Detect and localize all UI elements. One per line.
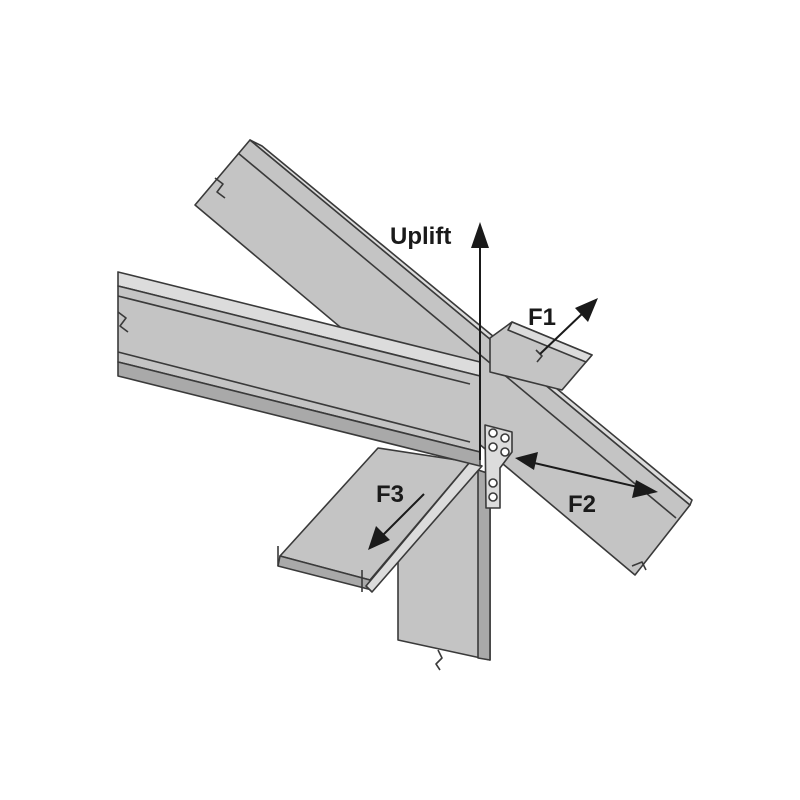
uplift-arrow (471, 222, 489, 460)
uplift-label: Uplift (390, 223, 451, 250)
secondary-rafter (489, 321, 593, 391)
connector-bracket (484, 424, 513, 509)
f2-arrow (515, 452, 658, 498)
f2-label: F2 (568, 491, 596, 518)
c-joist (117, 271, 481, 467)
f1-label: F1 (528, 304, 556, 331)
f3-arrow (368, 493, 425, 550)
f3-label: F3 (376, 481, 404, 508)
f1-arrow (539, 298, 598, 355)
lower-track (277, 447, 483, 593)
